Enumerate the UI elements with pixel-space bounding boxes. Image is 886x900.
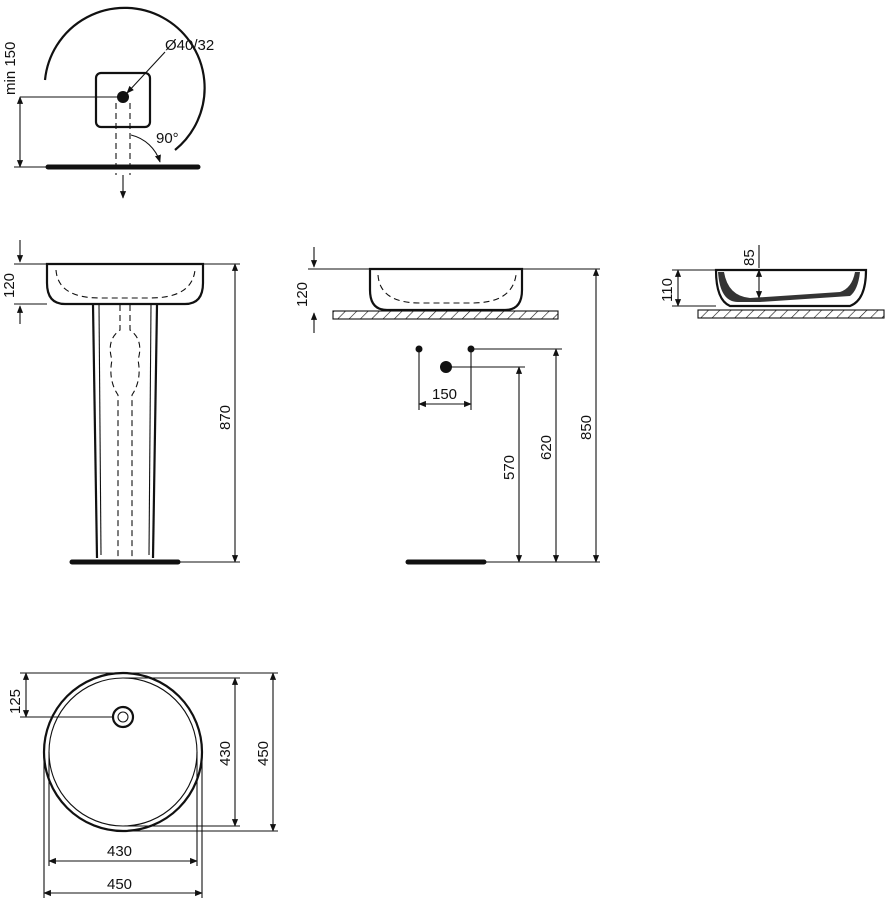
basin-height-label: 120 bbox=[1, 273, 18, 298]
total-height-label: 870 bbox=[217, 405, 234, 430]
drain-outer bbox=[111, 705, 135, 729]
pipe-diameter-label: Ø40/32 bbox=[165, 37, 214, 54]
inner-vertical-label: 430 bbox=[217, 741, 234, 766]
tap-spacing-label: 150 bbox=[432, 386, 457, 403]
wall-detail-view: min 150 Ø40/32 90° bbox=[2, 6, 214, 199]
countertop-basin-outline bbox=[368, 267, 524, 312]
dim-620-label: 620 bbox=[538, 435, 555, 460]
min-150-label: min 150 bbox=[2, 42, 19, 95]
pedestal-front-view: 120 870 bbox=[1, 240, 240, 565]
angle-label: 90° bbox=[156, 130, 179, 147]
side-section-view: 110 85 bbox=[659, 245, 885, 319]
countertop-front-view: 120 150 570 620 850 bbox=[294, 247, 600, 565]
plan-view: 125 430 450 430 450 bbox=[7, 671, 278, 898]
section-basin-outline bbox=[714, 268, 868, 308]
dim-850-label: 850 bbox=[578, 415, 595, 440]
drain-inner bbox=[117, 711, 129, 723]
outline-arc bbox=[43, 6, 206, 151]
dim-570-label: 570 bbox=[501, 455, 518, 480]
section-countertop bbox=[697, 309, 885, 319]
basin-outline bbox=[45, 262, 205, 306]
section-height-label: 110 bbox=[659, 278, 676, 302]
outer-rim bbox=[42, 671, 204, 833]
inner-horizontal-label: 430 bbox=[107, 843, 132, 860]
countertop-slab bbox=[332, 310, 559, 320]
section-depth-label: 85 bbox=[741, 249, 758, 266]
outer-horizontal-label: 450 bbox=[107, 876, 132, 893]
mounting-plate bbox=[94, 71, 152, 129]
drain-offset-label: 125 bbox=[7, 689, 24, 714]
inner-rim bbox=[48, 677, 198, 827]
outer-vertical-label: 450 bbox=[255, 741, 272, 766]
countertop-basin-height-label: 120 bbox=[294, 282, 311, 307]
